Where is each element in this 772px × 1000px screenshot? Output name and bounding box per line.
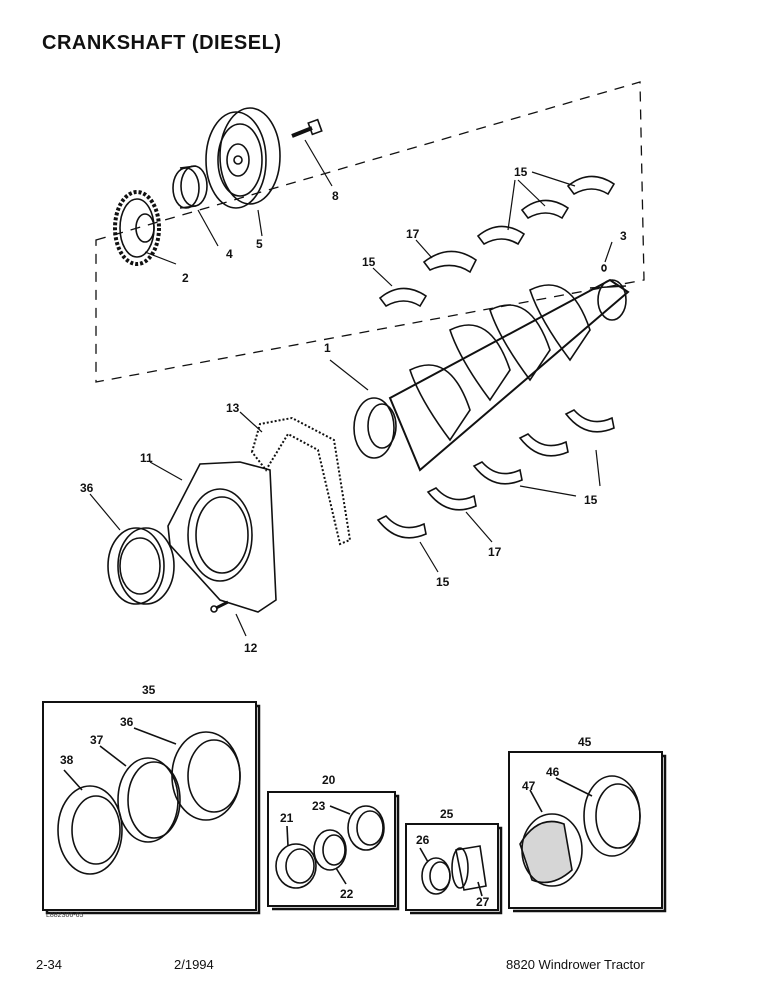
- callout-37: 37: [90, 733, 104, 747]
- callout-45: 45: [578, 735, 592, 749]
- dowel-pin-part: [601, 264, 607, 272]
- drawing-reference-code: L882306-65: [46, 912, 84, 919]
- callout-12: 12: [244, 641, 258, 655]
- kit-45-sleeve-and-seal: [519, 775, 641, 887]
- callout-leader-lines: [89, 139, 613, 637]
- crankshaft-part: [353, 278, 630, 472]
- callout-5: 5: [256, 237, 263, 251]
- callout-22: 22: [340, 887, 354, 901]
- callout-38: 38: [60, 753, 74, 767]
- page-number: 2-34: [36, 957, 63, 972]
- upper-main-bearing-shells: [378, 175, 616, 308]
- callout-47: 47: [522, 779, 536, 793]
- callout-25: 25: [440, 807, 454, 821]
- callout-17-upper: 17: [406, 227, 420, 241]
- revision-date: 2/1994: [174, 957, 214, 972]
- callout-15-lower-left: 15: [436, 575, 450, 589]
- callout-1: 1: [324, 341, 331, 355]
- callout-15-upper-left: 15: [362, 255, 376, 269]
- callout-26: 26: [416, 833, 430, 847]
- callout-17-lower: 17: [488, 545, 502, 559]
- rear-seal-gasket-part: [250, 416, 352, 546]
- kit-box-20: [267, 791, 396, 907]
- callout-35: 35: [142, 683, 156, 697]
- pulley-bolt-part: [291, 118, 323, 138]
- seal-housing-part: [167, 461, 277, 613]
- rear-seal-part: [107, 527, 175, 605]
- callout-2: 2: [182, 271, 189, 285]
- housing-bolt-part: [210, 600, 229, 613]
- callout-23: 23: [312, 799, 326, 813]
- callout-46: 46: [546, 765, 560, 779]
- kit-35-seal-rings: [57, 727, 241, 875]
- callout-15-lower-right: 15: [584, 493, 598, 507]
- kit-box-25: [405, 823, 499, 911]
- callout-11: 11: [140, 451, 153, 465]
- dashed-group-outline: [95, 81, 645, 383]
- bushing-part: [172, 165, 208, 209]
- callout-13: 13: [226, 401, 240, 415]
- page-title: CRANKSHAFT (DIESEL): [42, 32, 282, 54]
- callout-4: 4: [226, 247, 233, 261]
- callout-8: 8: [332, 189, 339, 203]
- callout-15-upper-right: 15: [514, 165, 528, 179]
- kit-box-35: [42, 701, 257, 911]
- callout-21: 21: [280, 811, 294, 825]
- callout-36-kit: 36: [120, 715, 134, 729]
- model-name: 8820 Windrower Tractor: [506, 957, 645, 972]
- kit-20-bushing-rings: [275, 805, 385, 889]
- callout-36-main: 36: [80, 481, 94, 495]
- timing-gear-part: [113, 190, 161, 266]
- callout-20: 20: [322, 773, 336, 787]
- kit-25-bushing-rings: [419, 845, 487, 897]
- lower-main-bearing-shells: [376, 409, 615, 539]
- callout-3: 3: [620, 229, 627, 243]
- kit-box-45: [508, 751, 663, 909]
- crankshaft-pulley-part: [205, 107, 281, 209]
- callout-27: 27: [476, 895, 490, 909]
